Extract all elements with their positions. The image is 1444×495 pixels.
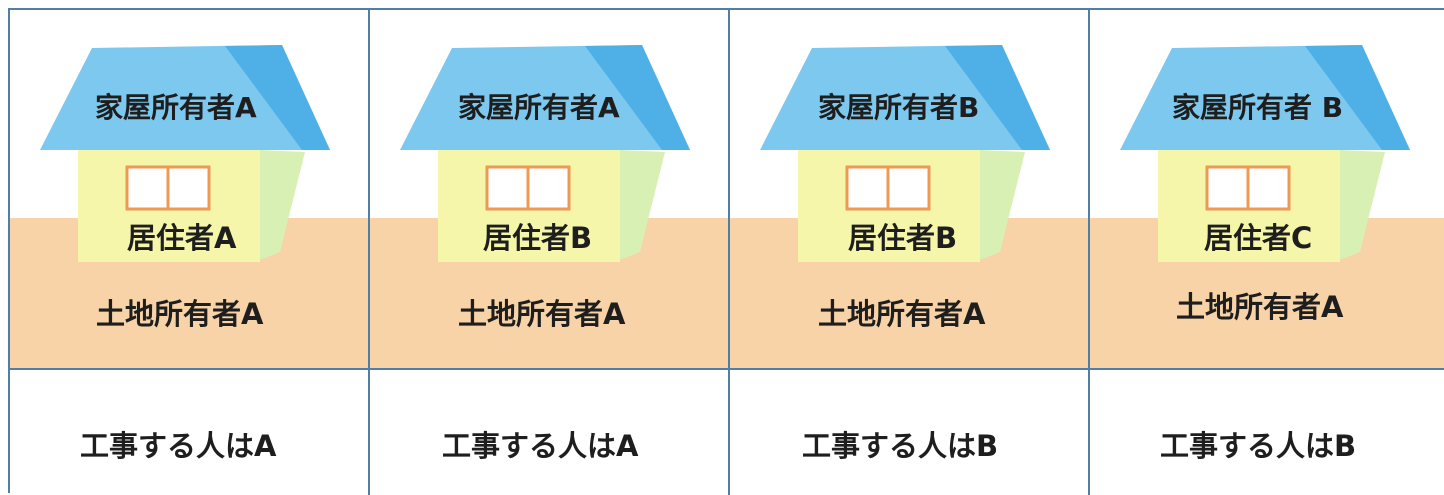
house-owner-label: 家屋所有者 B bbox=[1172, 91, 1344, 124]
case-column-3: 家屋所有者B 居住者B 土地所有者A 工事する人はB bbox=[730, 10, 1088, 495]
house-owner-label: 家屋所有者A bbox=[458, 91, 620, 124]
resident-label: 居住者B bbox=[483, 221, 593, 255]
land-owner-label: 土地所有者A bbox=[458, 297, 626, 331]
column-divider bbox=[728, 10, 730, 495]
ownership-table: 家屋所有者A 居住者A 土地所有者A 工事する人はA 家屋所有者A 居住者B 土… bbox=[8, 8, 1444, 495]
resident-label: 居住者B bbox=[848, 221, 958, 255]
worker-label: 工事する人はB bbox=[1160, 429, 1357, 463]
resident-label: 居住者A bbox=[127, 221, 237, 255]
house-scene bbox=[10, 10, 368, 368]
case-column-1: 家屋所有者A 居住者A 土地所有者A 工事する人はA bbox=[10, 10, 368, 495]
land-owner-label: 土地所有者A bbox=[818, 297, 986, 331]
resident-label: 居住者C bbox=[1204, 221, 1313, 255]
house-icon bbox=[400, 45, 690, 262]
house-owner-label: 家屋所有者A bbox=[95, 91, 257, 124]
house-icon bbox=[40, 45, 330, 262]
house-scene bbox=[730, 10, 1088, 368]
worker-label: 工事する人はB bbox=[802, 429, 999, 463]
worker-label: 工事する人はA bbox=[80, 429, 277, 463]
case-column-4: 家屋所有者 B 居住者C 土地所有者A 工事する人はB bbox=[1090, 10, 1444, 495]
house-icon bbox=[1120, 45, 1410, 262]
land-owner-label: 土地所有者A bbox=[1176, 290, 1344, 324]
column-divider bbox=[1088, 10, 1090, 495]
column-divider bbox=[368, 10, 370, 495]
house-scene bbox=[370, 10, 728, 368]
case-column-2: 家屋所有者A 居住者B 土地所有者A 工事する人はA bbox=[370, 10, 728, 495]
house-scene bbox=[1090, 10, 1444, 368]
worker-label: 工事する人はA bbox=[442, 429, 639, 463]
house-icon bbox=[760, 45, 1050, 262]
row-divider bbox=[10, 368, 1444, 370]
land-owner-label: 土地所有者A bbox=[96, 297, 264, 331]
house-owner-label: 家屋所有者B bbox=[818, 91, 980, 124]
